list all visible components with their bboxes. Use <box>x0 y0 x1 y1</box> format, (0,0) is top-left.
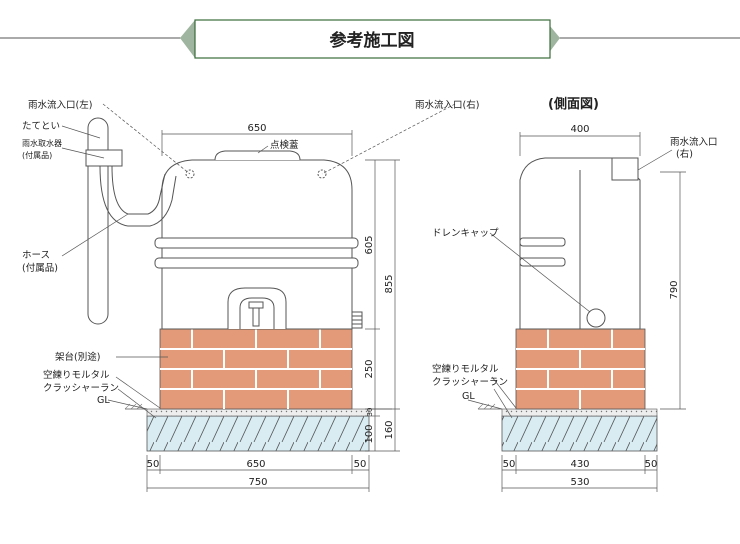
side-label-inlet-right-note: (右) <box>676 148 693 160</box>
label-inlet-right: 雨水流入口(右) <box>415 99 479 111</box>
side-dim-depth: 400 <box>570 124 589 135</box>
side-brick-stand <box>515 328 646 410</box>
front-mortar-layer <box>146 408 370 417</box>
side-view: (側面図) <box>432 96 718 492</box>
side-label-drain-cap: ドレンキャップ <box>432 228 499 239</box>
side-mortar-layer <box>501 408 658 417</box>
title-banner: 参考施工図 <box>0 19 740 59</box>
dim-tank-width: 650 <box>247 123 266 134</box>
side-dim-base-inner: 430 <box>570 459 589 470</box>
label-stand: 架台(別途) <box>55 351 100 363</box>
label-mortar: 空練りモルタル <box>43 369 110 381</box>
side-dim-base-total: 530 <box>570 477 589 488</box>
label-hose: ホース <box>22 250 50 261</box>
dim-tank-height: 605 <box>364 235 375 254</box>
label-collector-note: (付属品) <box>22 150 52 160</box>
label-inlet-left: 雨水流入口(左) <box>28 99 92 111</box>
front-downspout <box>85 117 177 325</box>
side-label-inlet-right: 雨水流入口 <box>670 136 718 148</box>
page-title: 参考施工図 <box>330 30 415 51</box>
front-crusher-run <box>146 415 370 452</box>
label-hose-note: (付属品) <box>22 263 58 274</box>
side-dim-height: 790 <box>669 280 680 299</box>
dim-mortar-thickness: 30 <box>366 408 374 417</box>
side-dim-margin-left: 50 <box>503 459 516 470</box>
dim-margin-left: 50 <box>147 459 160 470</box>
side-label-mortar: 空練りモルタル <box>432 363 499 375</box>
side-crusher-run <box>501 415 658 452</box>
label-collector: 雨水取水器 <box>22 138 62 148</box>
side-dim-margin-right: 50 <box>645 459 658 470</box>
dim-base-total: 750 <box>248 477 267 488</box>
side-label-crusher-run: クラッシャーラン <box>432 377 508 388</box>
dim-base-inner: 650 <box>246 459 265 470</box>
label-downspout: たてとい <box>22 121 60 132</box>
side-label-gl: GL <box>462 391 475 402</box>
front-tank <box>154 150 363 330</box>
dim-foundation-total: 160 <box>384 420 395 439</box>
front-view: 雨水流入口(左) 雨水流入口(右) たてとい 雨水取水器 (付属品) ホース (… <box>22 99 479 492</box>
dim-stand-height: 250 <box>364 359 375 378</box>
dim-margin-right: 50 <box>354 459 367 470</box>
dim-crusher-thickness: 100 <box>364 424 375 443</box>
label-inspection-lid: 点検蓋 <box>270 139 299 151</box>
label-crusher-run: クラッシャーラン <box>43 383 119 394</box>
side-view-title: (側面図) <box>548 96 599 112</box>
side-tank <box>519 157 641 330</box>
front-brick-stand <box>159 328 353 410</box>
dim-total-height: 855 <box>384 274 395 293</box>
label-gl: GL <box>97 395 110 406</box>
